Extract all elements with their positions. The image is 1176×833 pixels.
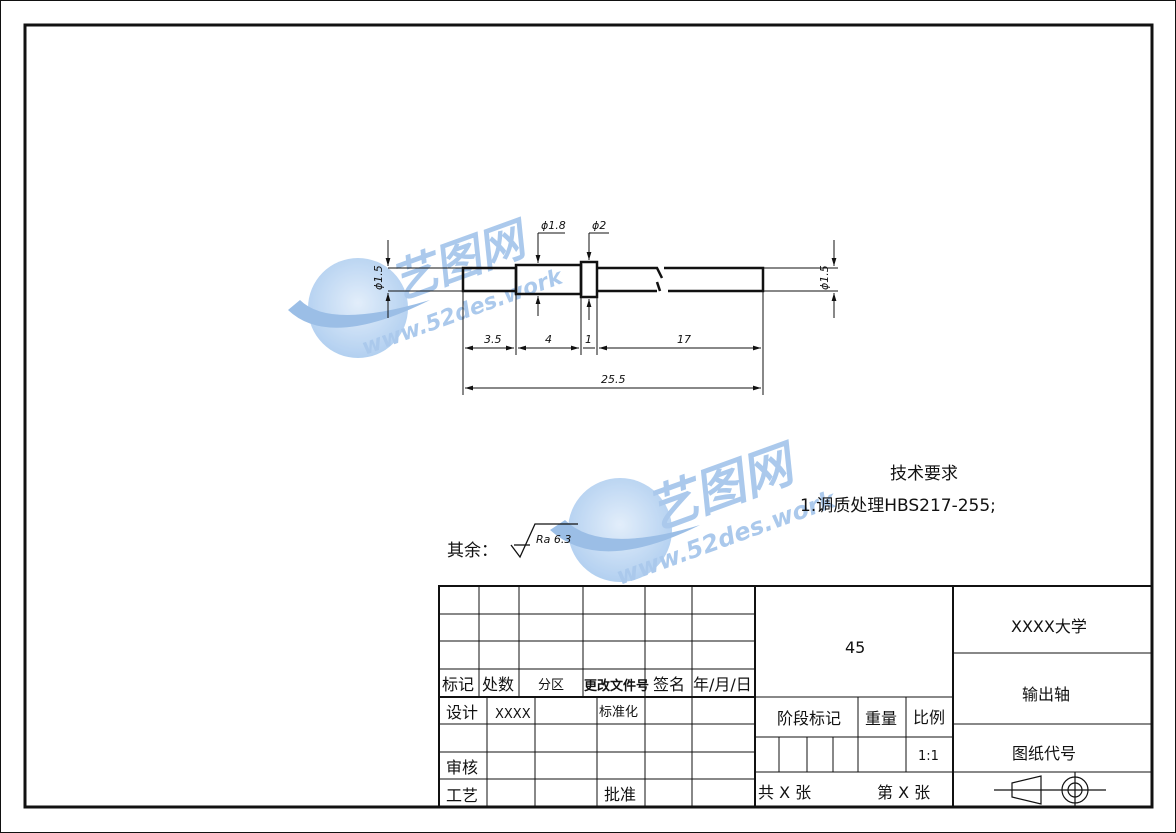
tb-approve: 批准 bbox=[604, 785, 636, 804]
tb-design: 设计 bbox=[446, 703, 478, 722]
dim-len-total: 25.5 bbox=[601, 373, 626, 386]
roughness-symbol-icon bbox=[510, 523, 578, 559]
dim-dia-2: ϕ2 bbox=[592, 219, 606, 232]
tech-requirements-item: 1.调质处理HBS217-255; bbox=[800, 496, 996, 516]
dim-dia-right: ϕ1.5 bbox=[818, 265, 831, 290]
tb-drawing-no: 图纸代号 bbox=[1012, 744, 1076, 763]
tb-change-doc: 更改文件号 bbox=[584, 678, 649, 694]
dim-len-1: 1 bbox=[585, 333, 592, 346]
surface-prefix: 其余： bbox=[447, 541, 498, 561]
tb-material: 45 bbox=[845, 638, 865, 657]
dim-len-35: 3.5 bbox=[484, 333, 502, 346]
dim-len-17: 17 bbox=[677, 333, 691, 346]
tb-university: XXXX大学 bbox=[1011, 617, 1087, 636]
dim-dia-left: ϕ1.5 bbox=[372, 265, 385, 290]
projection-symbol-icon bbox=[994, 772, 1106, 807]
tb-date: 年/月/日 bbox=[693, 675, 752, 694]
tb-total-sheets: 共 X 张 bbox=[758, 783, 811, 802]
tb-scale: 1:1 bbox=[918, 749, 939, 764]
tb-mark: 标记 bbox=[442, 675, 474, 694]
surface-roughness: Ra 6.3 bbox=[536, 533, 571, 546]
watermark-top: 艺图网 www.52des.work bbox=[288, 210, 567, 361]
tb-process: 工艺 bbox=[446, 786, 478, 805]
tb-part-name: 输出轴 bbox=[1022, 685, 1070, 704]
tb-stage-mark: 阶段标记 bbox=[777, 709, 841, 728]
tb-review: 审核 bbox=[446, 758, 478, 777]
dim-dia-18: ϕ1.8 bbox=[541, 219, 566, 232]
watermark-center: 艺图网 www.52des.work bbox=[550, 433, 841, 591]
dim-len-4: 4 bbox=[545, 333, 552, 346]
tb-scale-label: 比例 bbox=[913, 708, 945, 727]
tb-zone: 分区 bbox=[538, 678, 564, 693]
tb-count: 处数 bbox=[482, 675, 514, 694]
title-block-grid bbox=[438, 585, 1153, 808]
tb-weight: 重量 bbox=[865, 709, 897, 728]
tb-signature: 签名 bbox=[653, 675, 685, 694]
shaft bbox=[461, 260, 765, 299]
tb-sheet-no: 第 X 张 bbox=[877, 783, 930, 802]
tech-requirements-title: 技术要求 bbox=[890, 464, 958, 484]
tb-standardize: 标准化 bbox=[599, 705, 638, 720]
dimension-lines bbox=[385, 232, 838, 395]
tb-designer: XXXX bbox=[495, 707, 531, 722]
